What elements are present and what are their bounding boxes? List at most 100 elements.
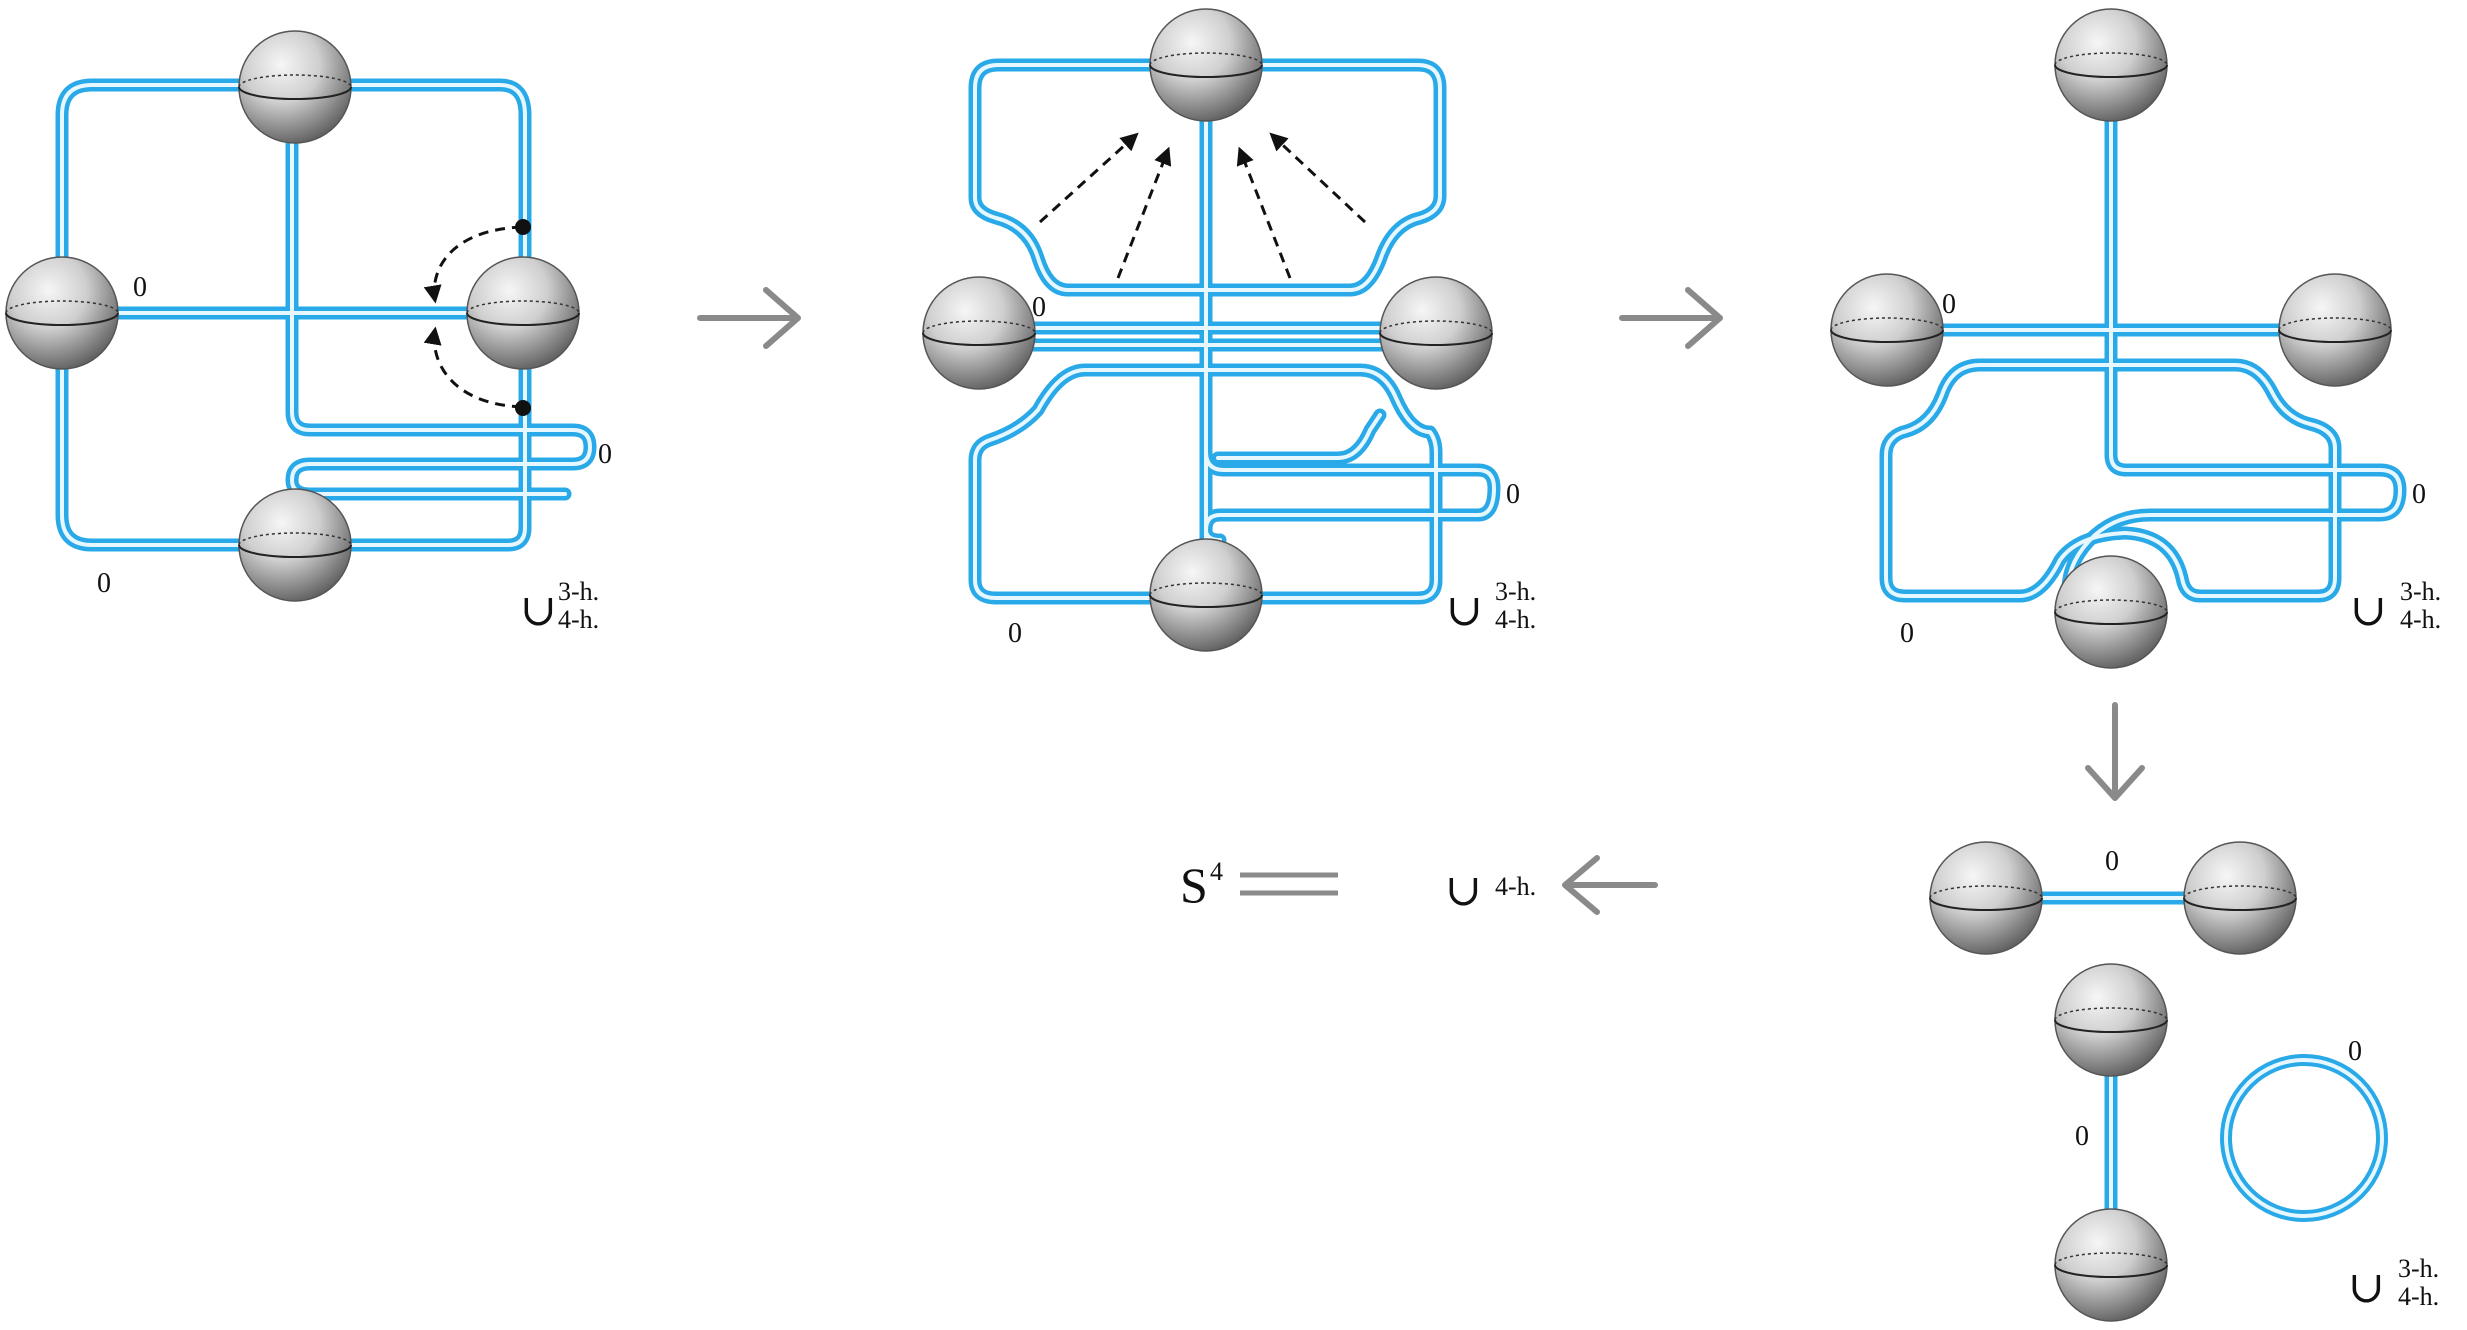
sphere-icon <box>238 30 352 144</box>
sphere-icon <box>1929 841 2043 955</box>
band-core <box>290 133 592 496</box>
band-outline <box>1973 358 2342 603</box>
dashed-arrows-1 <box>423 219 531 416</box>
arrow-icon <box>1562 855 1658 915</box>
band-3 <box>1879 103 2407 603</box>
sphere-body <box>2183 841 2297 955</box>
sphere-equator-front <box>1929 897 2043 911</box>
sphere-equator-back <box>1379 320 1493 334</box>
sphere-equator-back <box>1149 582 1263 596</box>
panel-1: 0 0 0 ∪ 3-h. 4-h. <box>5 30 612 635</box>
framing-label: 0 <box>97 568 111 599</box>
sphere-equator-front <box>1830 329 1944 343</box>
sphere-equator-front <box>2183 897 2297 911</box>
framing-label: 0 <box>2412 479 2426 510</box>
framing-label: 0 <box>1942 289 1956 320</box>
handle-label-3: 3-h. <box>2398 1254 2439 1283</box>
sphere-icon <box>5 256 119 370</box>
sphere-icon <box>2054 963 2168 1077</box>
sphere-equator-back <box>238 74 352 88</box>
framing-label: 0 <box>1506 479 1520 510</box>
sphere-equator-front <box>2054 64 2168 78</box>
sphere-equator-back <box>1149 52 1263 66</box>
framing-label: 0 <box>598 439 612 470</box>
arrow-icon <box>2085 702 2145 801</box>
framing-label: 0 <box>1032 292 1046 323</box>
band-core <box>1978 363 2337 598</box>
sphere-icon <box>2183 841 2297 955</box>
sphere-body <box>2054 963 2168 1077</box>
framing-label: 0 <box>1008 618 1022 649</box>
sphere-equator-front <box>1149 594 1263 608</box>
sphere-body <box>466 256 580 370</box>
sphere-icon <box>2054 555 2168 669</box>
sphere-equator-back <box>1929 885 2043 899</box>
panel-5: ∪ 4-h. S 4 <box>1180 857 1536 915</box>
sphere-icon <box>1149 538 1263 652</box>
handle-label-4: 4-h. <box>2400 605 2441 634</box>
sphere-equator-front <box>5 312 119 326</box>
sphere-icon <box>466 256 580 370</box>
sphere-icon <box>922 276 1036 390</box>
panel-3: 0 0 0 ∪ 3-h. 4-h. <box>1830 8 2441 669</box>
handle-label-4: 4-h. <box>2398 1282 2439 1311</box>
sphere-equator-front <box>1149 64 1263 78</box>
sphere-icon <box>2278 273 2392 387</box>
sphere-equator-back <box>2054 599 2168 613</box>
sphere-body <box>5 256 119 370</box>
sphere-body <box>1929 841 2043 955</box>
sphere-equator-front <box>1379 332 1493 346</box>
sphere-equator-front <box>2054 1264 2168 1278</box>
arrow-icon <box>1619 287 1723 349</box>
union-symbol: ∪ <box>1446 586 1483 635</box>
sphere-icon <box>1379 276 1493 390</box>
sphere-equator-front <box>238 544 352 558</box>
band-core <box>973 63 1442 292</box>
sphere-equator-back <box>2278 317 2392 331</box>
sphere-body <box>2054 8 2168 122</box>
sphere-equator-back <box>238 532 352 546</box>
sphere-body <box>2054 555 2168 669</box>
sphere-equator-back <box>5 300 119 314</box>
sphere-body <box>1149 8 1263 122</box>
sphere-body <box>922 276 1036 390</box>
handle-label-4: 4-h. <box>558 605 599 634</box>
sphere-equator-back <box>2054 1007 2168 1021</box>
s4-label: S <box>1180 857 1208 913</box>
sphere-body <box>1149 538 1263 652</box>
panel-4: 0 0 0 ∪ 3-h. 4-h. <box>1929 841 2439 1322</box>
framing-label: 0 <box>2075 1121 2089 1152</box>
sphere-body <box>2054 1208 2168 1322</box>
arrow-icon <box>697 287 801 349</box>
unknot-component <box>2220 1054 2388 1222</box>
band-core <box>1884 363 2127 598</box>
dashed-arrows-2 <box>1038 132 1367 279</box>
sphere-equator-front <box>2054 1019 2168 1033</box>
s4-superscript: 4 <box>1210 857 1223 886</box>
union-symbol: ∪ <box>2348 1263 2385 1312</box>
sphere-body <box>238 488 352 602</box>
union-symbol: ∪ <box>520 586 557 635</box>
sphere-equator-front <box>466 312 580 326</box>
sphere-body <box>2278 273 2392 387</box>
band-core <box>1216 413 1382 460</box>
handle-label-4: 4-h. <box>1495 605 1536 634</box>
band-core <box>1204 438 1496 532</box>
band-core <box>973 368 1438 600</box>
handle-label-4: 4-h. <box>1495 872 1536 901</box>
sphere-equator-back <box>2054 1252 2168 1266</box>
handle-label-3: 3-h. <box>558 577 599 606</box>
framing-label: 0 <box>2348 1036 2362 1067</box>
sphere-equator-front <box>2054 611 2168 625</box>
union-symbol: ∪ <box>1445 866 1482 915</box>
sphere-icon <box>2054 8 2168 122</box>
sphere-equator-back <box>466 300 580 314</box>
sphere-equator-back <box>922 320 1036 334</box>
sphere-icon <box>2054 1208 2168 1322</box>
sphere-icon <box>238 488 352 602</box>
sphere-equator-front <box>238 86 352 100</box>
band-2 <box>968 58 1501 617</box>
sphere-equator-back <box>1830 317 1944 331</box>
sphere-body <box>1830 273 1944 387</box>
